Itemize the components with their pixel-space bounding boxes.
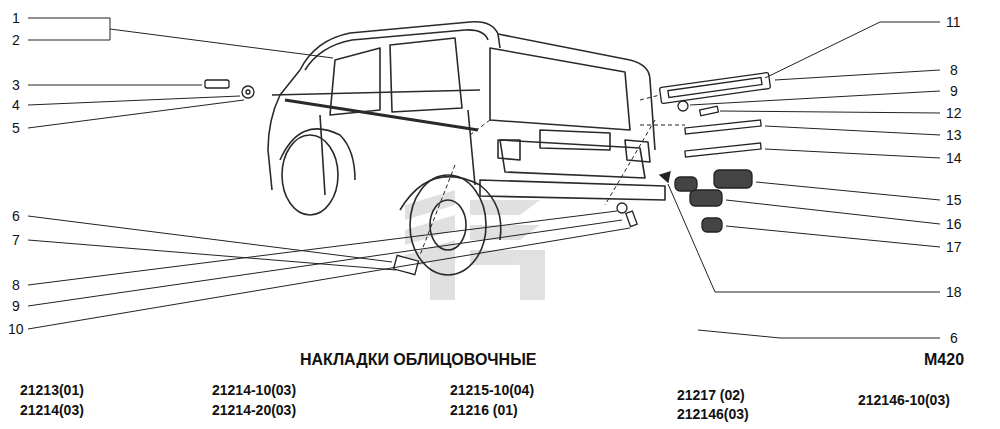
- callout-number: 13: [946, 128, 962, 142]
- diagram-title: НАКЛАДКИ ОБЛИЦОВОЧНЫЕ: [300, 352, 537, 368]
- callout-number: 6: [950, 331, 958, 345]
- callout-number: 8: [950, 63, 958, 77]
- model-code: 21215-10(04): [450, 383, 534, 397]
- callout-number: 1: [12, 11, 20, 25]
- callout-number: 9: [950, 84, 958, 98]
- callout-number: 3: [12, 78, 20, 92]
- callout-number: 10: [8, 322, 24, 336]
- parts: [205, 72, 771, 274]
- callout-number: 7: [12, 233, 20, 247]
- sheet-code: М420: [924, 352, 964, 368]
- callout-number: 5: [12, 121, 20, 135]
- callout-number: 15: [946, 193, 962, 207]
- leader-lines: [28, 18, 940, 338]
- model-code: 21217 (02): [677, 388, 745, 402]
- callout-number: 14: [946, 151, 962, 165]
- model-code: 21213(01): [20, 383, 84, 397]
- model-code: 21214-20(03): [212, 403, 296, 417]
- callout-number: 8: [12, 278, 20, 292]
- car-outline: [268, 22, 665, 275]
- model-code: 21214(03): [20, 403, 84, 417]
- model-code: 21214-10(03): [212, 383, 296, 397]
- callout-number: 2: [12, 33, 20, 47]
- callout-number: 17: [946, 240, 962, 254]
- callout-number: 16: [946, 217, 962, 231]
- callout-number: 11: [946, 15, 961, 29]
- watermark-logo: [405, 190, 545, 300]
- callout-number: 9: [12, 299, 20, 313]
- model-code: 21216 (01): [450, 403, 518, 417]
- callout-number: 18: [946, 285, 962, 299]
- model-code: 212146(03): [677, 407, 749, 421]
- callout-number: 4: [12, 98, 20, 112]
- callout-number: 12: [946, 106, 962, 120]
- callout-number: 6: [12, 209, 20, 223]
- model-code: 212146-10(03): [858, 393, 950, 407]
